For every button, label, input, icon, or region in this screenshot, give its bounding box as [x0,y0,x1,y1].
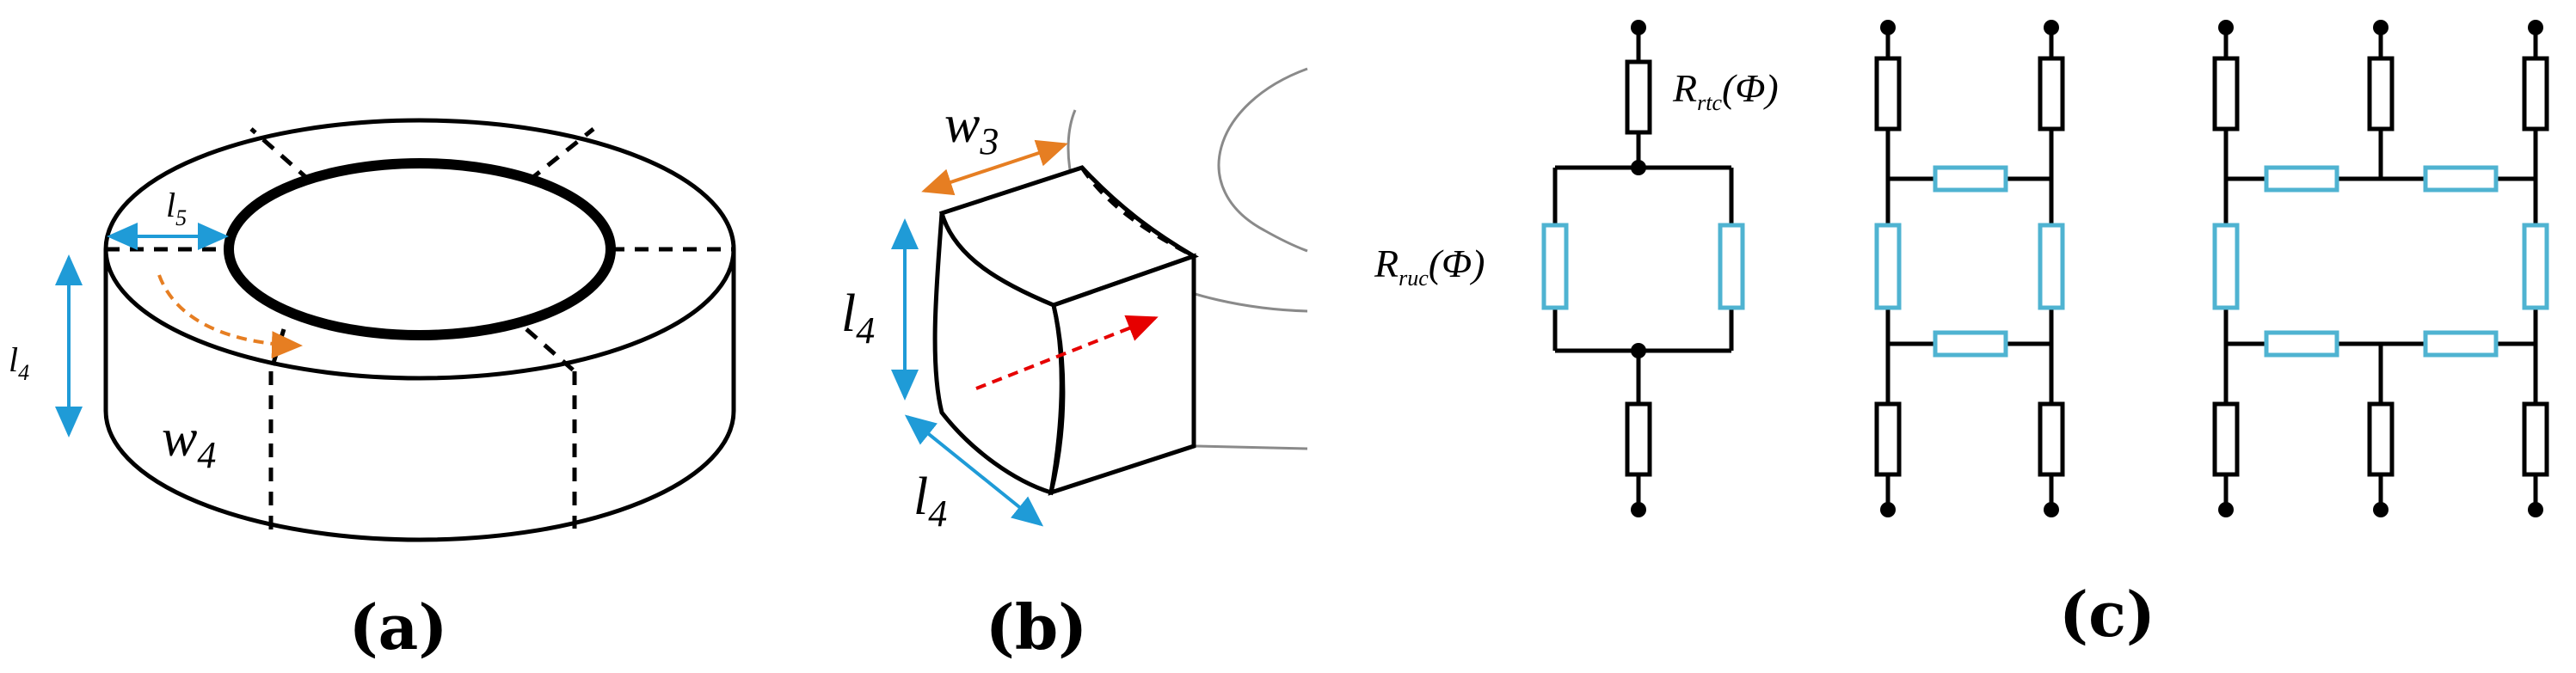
label-l4-a: l4 [9,340,29,385]
segment-back-dashed-edge [1079,166,1196,259]
radial-resistor [2522,401,2549,477]
radial-resistor [1874,56,1902,132]
panel-b-core-segment: w3 l4 l4 [841,67,1308,535]
l4-diagonal-arrow [904,414,1044,527]
caption-b: (b) [986,590,1087,664]
panel-c-circuits: Rrtc(Φ) Rruc(Φ) [1374,20,2549,517]
tangential-resistor [1541,223,1569,310]
radial-resistor [2212,56,2240,132]
toroid-outer-bottom-edge [103,410,736,542]
tangential-resistor [1933,165,2008,193]
radial-resistor [1625,59,1652,135]
tangential-resistor [1874,223,1902,310]
radial-resistor [2522,56,2549,132]
tangential-resistor [2423,330,2499,358]
radial-resistor [1874,401,1902,477]
toroid-inner-hole [224,158,616,340]
label-l5: l5 [166,186,187,230]
label-rrtc: Rrtc(Φ) [1672,66,1779,115]
radial-resistor [2367,401,2395,477]
circuit-1 [1541,20,1745,517]
circuit-2 [1874,20,2065,517]
radial-resistor [2367,56,2395,132]
segment-right-face [1048,253,1196,496]
tangential-resistor [2264,330,2339,358]
terminal-node [1631,502,1646,517]
tangential-resistor [2212,223,2240,310]
tangential-resistor [1718,223,1745,310]
w3-dimension-arrow [921,139,1068,196]
label-w4: w4 [162,409,216,476]
radial-resistor [1625,401,1652,477]
label-l4-b-bottom: l4 [913,468,947,535]
radial-resistor [2038,401,2065,477]
radial-resistor [2038,56,2065,132]
label-w3: w3 [944,95,999,162]
tangential-resistor [1933,330,2008,358]
tangential-resistor [2264,165,2339,193]
caption-a: (a) [349,590,448,664]
flux-path-arrow [157,274,303,359]
radial-resistor [2212,401,2240,477]
label-l4-b-left: l4 [841,284,875,352]
caption-c: (c) [2059,578,2155,651]
tangential-resistor [2423,165,2499,193]
tangential-resistor [2522,223,2549,310]
flux-arrow [975,315,1159,390]
circuit-3 [2212,20,2549,517]
label-rruc: Rruc(Φ) [1374,242,1485,291]
panel-a-toroid: l5 l4 w4 [9,118,736,542]
core-outline-faint-outer [1217,67,1308,253]
core-outline-faint-bottom [1195,444,1308,450]
tangential-resistor [2038,223,2065,310]
